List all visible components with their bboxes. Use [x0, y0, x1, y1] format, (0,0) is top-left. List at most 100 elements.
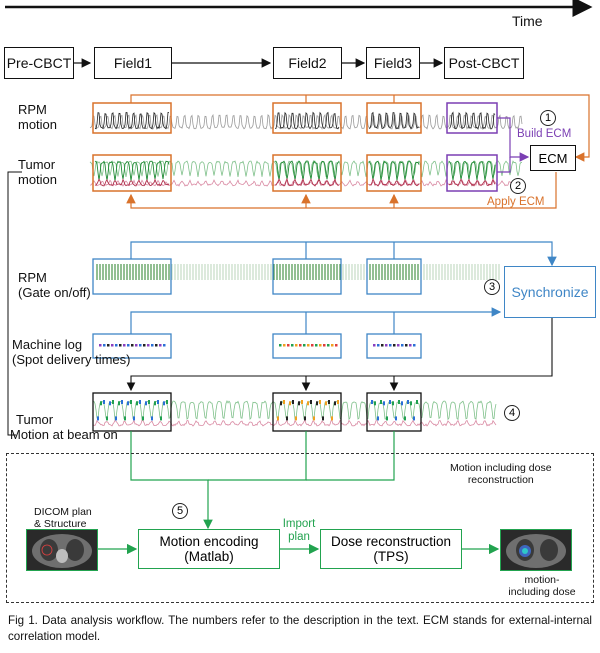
row-label-line: Machine log: [12, 337, 83, 352]
beam-field2-box: [272, 392, 342, 432]
beam-to-encoding-line: [130, 431, 213, 530]
build-ecm-line-tumor: [497, 157, 511, 173]
beam-spot: [133, 416, 135, 421]
tumor-field1-box: [92, 154, 172, 192]
log-sync-line: [130, 307, 502, 334]
beam-spot: [109, 401, 111, 406]
beam-spot: [401, 401, 403, 406]
log-spot: [143, 344, 146, 347]
log-spot: [327, 344, 330, 347]
rpm-motion-trace: [89, 113, 523, 130]
beam-spot: [319, 400, 321, 404]
log-spot: [135, 344, 138, 347]
output-dose-image: [500, 529, 572, 571]
build-ecm-line-rpm: [497, 117, 530, 162]
beam-spot: [154, 401, 156, 406]
beam-spot: [407, 400, 409, 404]
log-spot: [385, 344, 388, 347]
beam-spot: [383, 401, 385, 406]
apply-ecm-label: Apply ECM: [487, 196, 545, 208]
beam-spot: [166, 400, 168, 404]
log-spot: [323, 344, 326, 347]
beam-field-boxes: [92, 392, 422, 432]
row-label-line: Tumor: [16, 412, 54, 427]
log-spot: [319, 344, 322, 347]
import-plan-line: plan: [288, 531, 310, 544]
log-spot: [127, 344, 130, 347]
rpm-gate-traces: [96, 264, 500, 280]
log-spot: [315, 344, 318, 347]
dose-scan-graphic: [506, 534, 566, 568]
log-spot: [279, 344, 282, 347]
beam-spot: [331, 416, 333, 421]
beam-spot: [304, 416, 306, 421]
row-label-machine-log: Machine log (Spot delivery times): [12, 337, 131, 368]
log-spot: [119, 344, 122, 347]
ct-scan-graphic: [32, 534, 92, 568]
log-spot: [409, 344, 412, 347]
beam-spot: [410, 401, 412, 406]
log-field1-box: [92, 333, 172, 359]
log-spot: [139, 344, 142, 347]
log-spot: [99, 344, 102, 347]
tumor-motion-trace-green: [89, 160, 523, 178]
beam-spot: [371, 400, 373, 404]
log-spot: [291, 344, 294, 347]
beam-spot: [325, 401, 327, 406]
dicom-label: DICOM plan & Structure: [34, 506, 92, 530]
orange-top-line: [130, 94, 590, 162]
log-spot: [151, 344, 154, 347]
beam-spot: [316, 401, 318, 406]
output-label: motion- including dose: [500, 574, 584, 598]
tumor-field3-box: [366, 154, 422, 192]
stage-pre-cbct: Pre-CBCT: [4, 47, 74, 79]
log-spot: [111, 344, 114, 347]
log-spot: [287, 344, 290, 347]
rpm-field2-box: [272, 102, 342, 134]
beam-spot: [313, 416, 315, 421]
row-label-tumor-beam: Tumor Motion at beam on: [10, 412, 118, 443]
row-label-line: motion: [18, 171, 58, 187]
stage-post-cbct: Post-CBCT: [444, 47, 524, 79]
log-spot: [163, 344, 166, 347]
import-plan-label: Import plan: [281, 518, 317, 544]
purple-boxes: [446, 102, 498, 192]
ecm-box: ECM: [530, 145, 576, 171]
log-field2-box: [272, 333, 342, 359]
orange-field-boxes: [92, 102, 422, 192]
step-number-2: 2: [510, 178, 526, 194]
row-label-line: (Spot delivery times): [12, 351, 131, 367]
motion-encoding-tool: (Matlab): [184, 549, 234, 564]
beam-spot: [121, 400, 123, 404]
beam-spot: [298, 401, 300, 406]
tumor-motion-trace-green-dark: [94, 159, 496, 182]
output-label-line: motion-: [524, 574, 560, 586]
beam-spot: [118, 401, 120, 406]
dose-reconstruction-tool: (TPS): [373, 549, 409, 564]
beam-spot: [380, 400, 382, 404]
beam-spot: [328, 400, 330, 404]
dicom-label-line: & Structure: [34, 518, 87, 531]
row-label-line: RPM: [18, 102, 47, 117]
beam-spot: [377, 416, 379, 421]
beam-spot: [289, 401, 291, 406]
beam-spot: [100, 401, 102, 406]
beam-spot: [127, 401, 129, 406]
row-label-line: Motion at beam on: [10, 426, 118, 442]
beam-spot: [115, 416, 117, 421]
log-spot: [303, 344, 306, 347]
beam-spot: [301, 400, 303, 404]
row-label-tumor-motion: Tumor motion: [18, 157, 58, 188]
log-spot: [397, 344, 400, 347]
beam-spot: [374, 401, 376, 406]
beam-spot: [283, 400, 285, 404]
log-spot: [307, 344, 310, 347]
tumor-motion-trace-pink-dark: [94, 177, 496, 187]
beam-spot: [292, 400, 294, 404]
figure-caption: Fig 1. Data analysis workflow. The numbe…: [8, 614, 592, 643]
log-spot: [159, 344, 162, 347]
beam-spot: [163, 401, 165, 406]
log-spot: [405, 344, 408, 347]
motion-encoding-box: Motion encoding (Matlab): [138, 529, 280, 569]
